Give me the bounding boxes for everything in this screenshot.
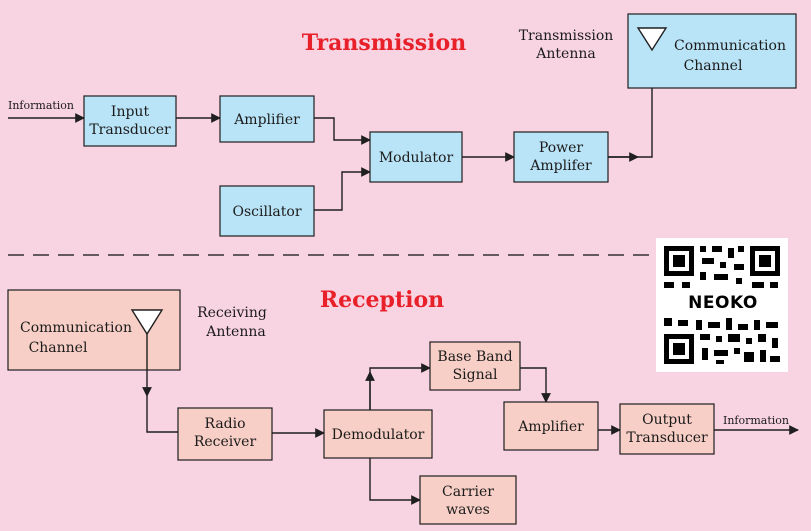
carrier-waves-label-1: Carrier bbox=[442, 484, 494, 500]
receiving-antenna-icon bbox=[130, 309, 164, 336]
carrier-waves-label-2: waves bbox=[446, 502, 490, 518]
output-transducer-block: Output Transducer bbox=[619, 403, 715, 455]
input-transducer-block: Input Transducer bbox=[83, 95, 177, 147]
rx-amplifier-label: Amplifier bbox=[517, 419, 584, 435]
power-amplifier-label-1: Power bbox=[539, 140, 584, 156]
modulator-block: Modulator bbox=[369, 131, 463, 183]
tx-channel-label-2: Channel bbox=[684, 58, 743, 74]
transmission-heading: Transmission bbox=[302, 30, 466, 56]
rx-arrow-to-baseband bbox=[369, 363, 431, 410]
rx-wire-to-receiver bbox=[146, 396, 178, 433]
tx-communication-channel-block: Communication Channel bbox=[627, 13, 797, 89]
power-amplifier-block: Power Amplifer bbox=[513, 131, 609, 183]
rx-channel-label-2: Channel bbox=[29, 340, 88, 356]
modulator-label: Modulator bbox=[379, 150, 454, 166]
input-transducer-label-1: Input bbox=[111, 104, 150, 120]
rx-information-label: Information bbox=[723, 414, 789, 427]
output-transducer-label-1: Output bbox=[642, 412, 692, 428]
rx-channel-label-1: Communication bbox=[20, 320, 132, 336]
rx-arrow-to-carrier bbox=[369, 458, 421, 505]
radio-receiver-block: Radio Receiver bbox=[177, 407, 273, 461]
power-amplifier-label-2: Amplifer bbox=[529, 158, 592, 174]
rx-antenna-label-1: Receiving bbox=[197, 305, 267, 321]
tx-amplifier-label: Amplifier bbox=[233, 112, 300, 128]
tx-information-label: Information bbox=[8, 99, 74, 112]
input-transducer-label-2: Transducer bbox=[89, 122, 171, 138]
tx-antenna-label-2: Antenna bbox=[535, 46, 595, 62]
demodulator-label: Demodulator bbox=[332, 427, 425, 443]
tx-arrow-osc-to-modulator bbox=[314, 167, 371, 211]
rx-arrow-baseband-to-amp bbox=[520, 367, 551, 403]
tx-channel-label-1: Communication bbox=[674, 38, 786, 54]
tx-antenna-label-1: Transmission bbox=[519, 28, 614, 44]
rx-amplifier-block: Amplifier bbox=[503, 401, 599, 451]
base-band-signal-block: Base Band Signal bbox=[429, 341, 521, 391]
tx-amplifier-block: Amplifier bbox=[219, 95, 315, 143]
radio-receiver-label-1: Radio bbox=[204, 416, 245, 432]
rx-antenna-label-2: Antenna bbox=[205, 324, 265, 340]
rx-communication-channel-block: Communication Channel bbox=[7, 289, 181, 371]
base-band-label-2: Signal bbox=[453, 367, 498, 383]
tx-arrow-amp-to-modulator bbox=[314, 117, 371, 145]
watermark-text: NEOKO bbox=[664, 292, 782, 314]
transmission-antenna-icon bbox=[636, 27, 668, 52]
output-transducer-label-2: Transducer bbox=[626, 430, 708, 446]
reception-heading: Reception bbox=[320, 287, 444, 313]
base-band-label-1: Base Band bbox=[437, 349, 512, 365]
carrier-waves-block: Carrier waves bbox=[419, 475, 517, 525]
radio-receiver-label-2: Receiver bbox=[194, 434, 257, 450]
demodulator-block: Demodulator bbox=[323, 409, 433, 459]
qr-code-pattern bbox=[664, 246, 780, 364]
oscillator-label: Oscillator bbox=[232, 204, 301, 220]
oscillator-block: Oscillator bbox=[219, 185, 315, 237]
